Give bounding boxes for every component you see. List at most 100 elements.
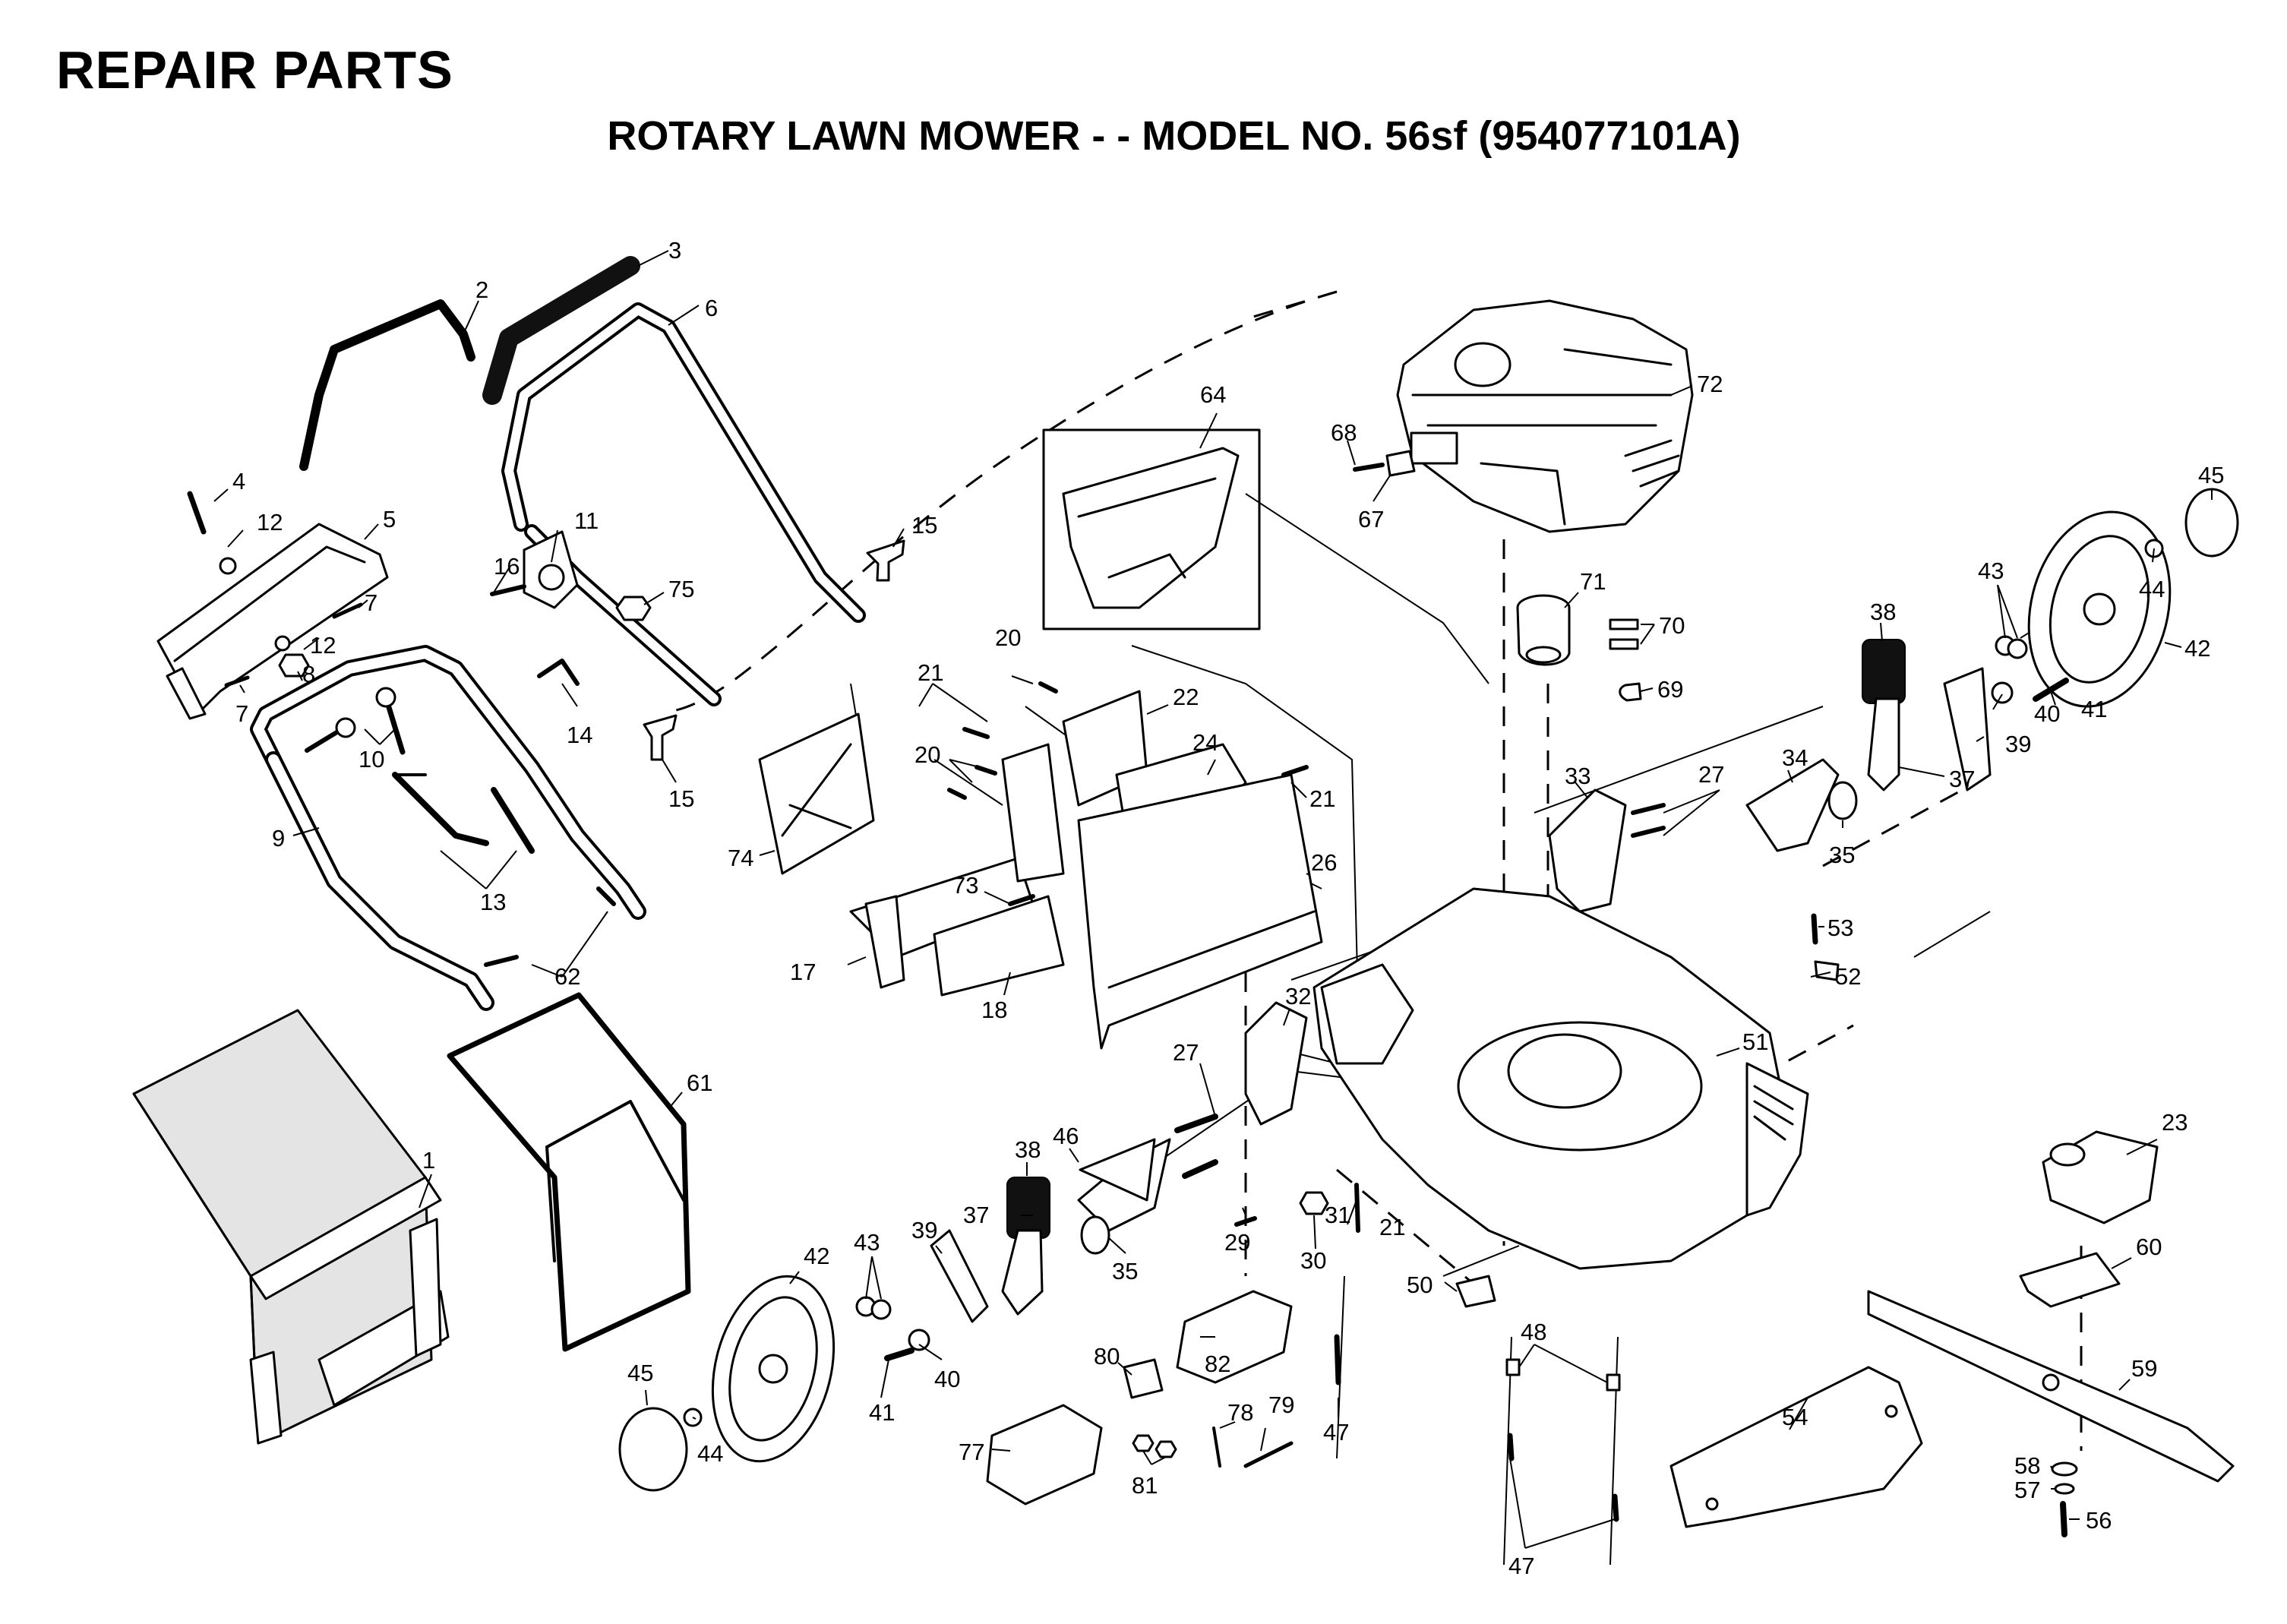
callout-17: 17 <box>790 959 816 985</box>
callout-56: 56 <box>2086 1507 2112 1534</box>
callout-40-right: 40 <box>2034 700 2060 727</box>
inset-detail-box <box>1042 428 1261 630</box>
callout-34: 34 <box>1782 744 1808 771</box>
callout-33: 33 <box>1565 763 1590 789</box>
engine <box>1396 299 1694 533</box>
callout-54: 54 <box>1782 1404 1808 1430</box>
callout-70: 70 <box>1659 612 1685 639</box>
callout-44-right: 44 <box>2139 576 2165 602</box>
callout-74: 74 <box>728 845 753 871</box>
callout-24: 24 <box>1192 729 1218 756</box>
callout-50: 50 <box>1407 1272 1433 1298</box>
callout-21-right: 21 <box>1309 785 1335 812</box>
callout-58: 58 <box>2014 1452 2040 1479</box>
callout-4: 4 <box>232 468 245 494</box>
blade-group <box>1669 1130 2235 1537</box>
callout-12-lower: 12 <box>310 632 336 659</box>
callout-37-right: 37 <box>1949 766 1975 792</box>
callout-27-right: 27 <box>1698 761 1724 788</box>
callout-47-bottom: 47 <box>1508 1553 1534 1579</box>
callout-7-lower: 7 <box>235 700 248 727</box>
handle-knobs <box>643 539 905 761</box>
callout-71: 71 <box>1580 568 1606 595</box>
misc-small-parts <box>393 681 1666 906</box>
chute-plug <box>1455 1275 1496 1308</box>
callout-21-deck: 21 <box>1379 1214 1405 1240</box>
callout-61: 61 <box>687 1070 712 1096</box>
callout-52: 52 <box>1835 963 1861 990</box>
callout-12-upper: 12 <box>257 509 283 536</box>
callout-37-left: 37 <box>963 1202 989 1228</box>
callout-46: 46 <box>1053 1123 1079 1149</box>
callout-16: 16 <box>494 553 520 580</box>
callout-59: 59 <box>2131 1355 2157 1382</box>
mower-deck <box>1312 887 1809 1270</box>
bag-frame <box>447 992 691 1352</box>
callout-39-left: 39 <box>911 1217 937 1243</box>
callout-6: 6 <box>705 295 718 321</box>
engine-fasteners <box>1353 450 1416 477</box>
callout-45-left: 45 <box>627 1360 653 1386</box>
callout-15-upper: 15 <box>911 512 937 539</box>
callout-75: 75 <box>668 576 694 602</box>
discharge-flap <box>758 712 875 875</box>
callout-2: 2 <box>475 276 488 303</box>
callout-45-right: 45 <box>2198 462 2224 488</box>
callout-11: 11 <box>574 507 599 534</box>
callout-82: 82 <box>1205 1351 1230 1377</box>
callout-26: 26 <box>1311 849 1337 876</box>
leader-lines <box>213 250 2213 1549</box>
callout-41-right: 41 <box>2081 696 2107 722</box>
callout-20-lower: 20 <box>914 741 940 768</box>
callout-3: 3 <box>668 237 681 264</box>
callout-51: 51 <box>1742 1028 1768 1055</box>
callout-10: 10 <box>359 746 384 773</box>
callout-35-right: 35 <box>1829 842 1855 868</box>
callout-78: 78 <box>1227 1399 1253 1426</box>
callout-29: 29 <box>1224 1229 1250 1256</box>
adjuster-levers <box>1001 639 1906 1316</box>
callout-40-left: 40 <box>934 1366 960 1392</box>
model-subtitle: ROTARY LAWN MOWER - - MODEL NO. 56sf (95… <box>607 113 1741 159</box>
callout-81: 81 <box>1132 1472 1158 1499</box>
callout-1: 1 <box>422 1147 435 1174</box>
control-bail <box>299 299 475 471</box>
callout-43-left: 43 <box>854 1229 880 1256</box>
callout-57: 57 <box>2014 1477 2040 1503</box>
callout-41-left: 41 <box>869 1399 895 1426</box>
callout-38-left: 38 <box>1015 1136 1041 1163</box>
gear-plate <box>1079 1138 1156 1202</box>
spacers <box>1080 781 1858 1255</box>
control-panel <box>156 523 389 720</box>
wheel-brackets <box>930 667 1992 1323</box>
callout-79: 79 <box>1268 1392 1294 1418</box>
callout-47-left: 47 <box>1323 1419 1349 1445</box>
callout-18: 18 <box>981 997 1007 1023</box>
callout-53: 53 <box>1827 915 1853 941</box>
callout-62: 62 <box>554 963 580 990</box>
deck-fasteners <box>1174 913 1840 1522</box>
callout-13: 13 <box>480 889 506 915</box>
handle-grip <box>482 256 640 405</box>
callout-43-right: 43 <box>1978 558 2004 584</box>
callout-20-upper: 20 <box>995 624 1021 651</box>
callout-15-lower: 15 <box>668 785 694 812</box>
wheels <box>618 488 2239 1492</box>
callout-31: 31 <box>1325 1202 1350 1228</box>
callout-35-left: 35 <box>1112 1258 1138 1284</box>
callout-14: 14 <box>567 722 592 748</box>
callout-44-left: 44 <box>697 1440 723 1467</box>
engine-pulley <box>1516 594 1642 702</box>
callout-39-right: 39 <box>2005 731 2031 757</box>
callout-69: 69 <box>1657 676 1683 703</box>
upper-handle <box>501 302 866 706</box>
handle-bracket <box>490 530 652 686</box>
callout-77: 77 <box>959 1439 984 1465</box>
callout-73: 73 <box>952 872 978 899</box>
small-parts-bottom <box>986 1290 1294 1506</box>
callout-67: 67 <box>1358 506 1384 532</box>
callout-21-upper: 21 <box>918 659 943 686</box>
callout-38-right: 38 <box>1870 599 1896 625</box>
grass-bag <box>132 1009 450 1445</box>
small-fasteners-left <box>187 491 616 967</box>
